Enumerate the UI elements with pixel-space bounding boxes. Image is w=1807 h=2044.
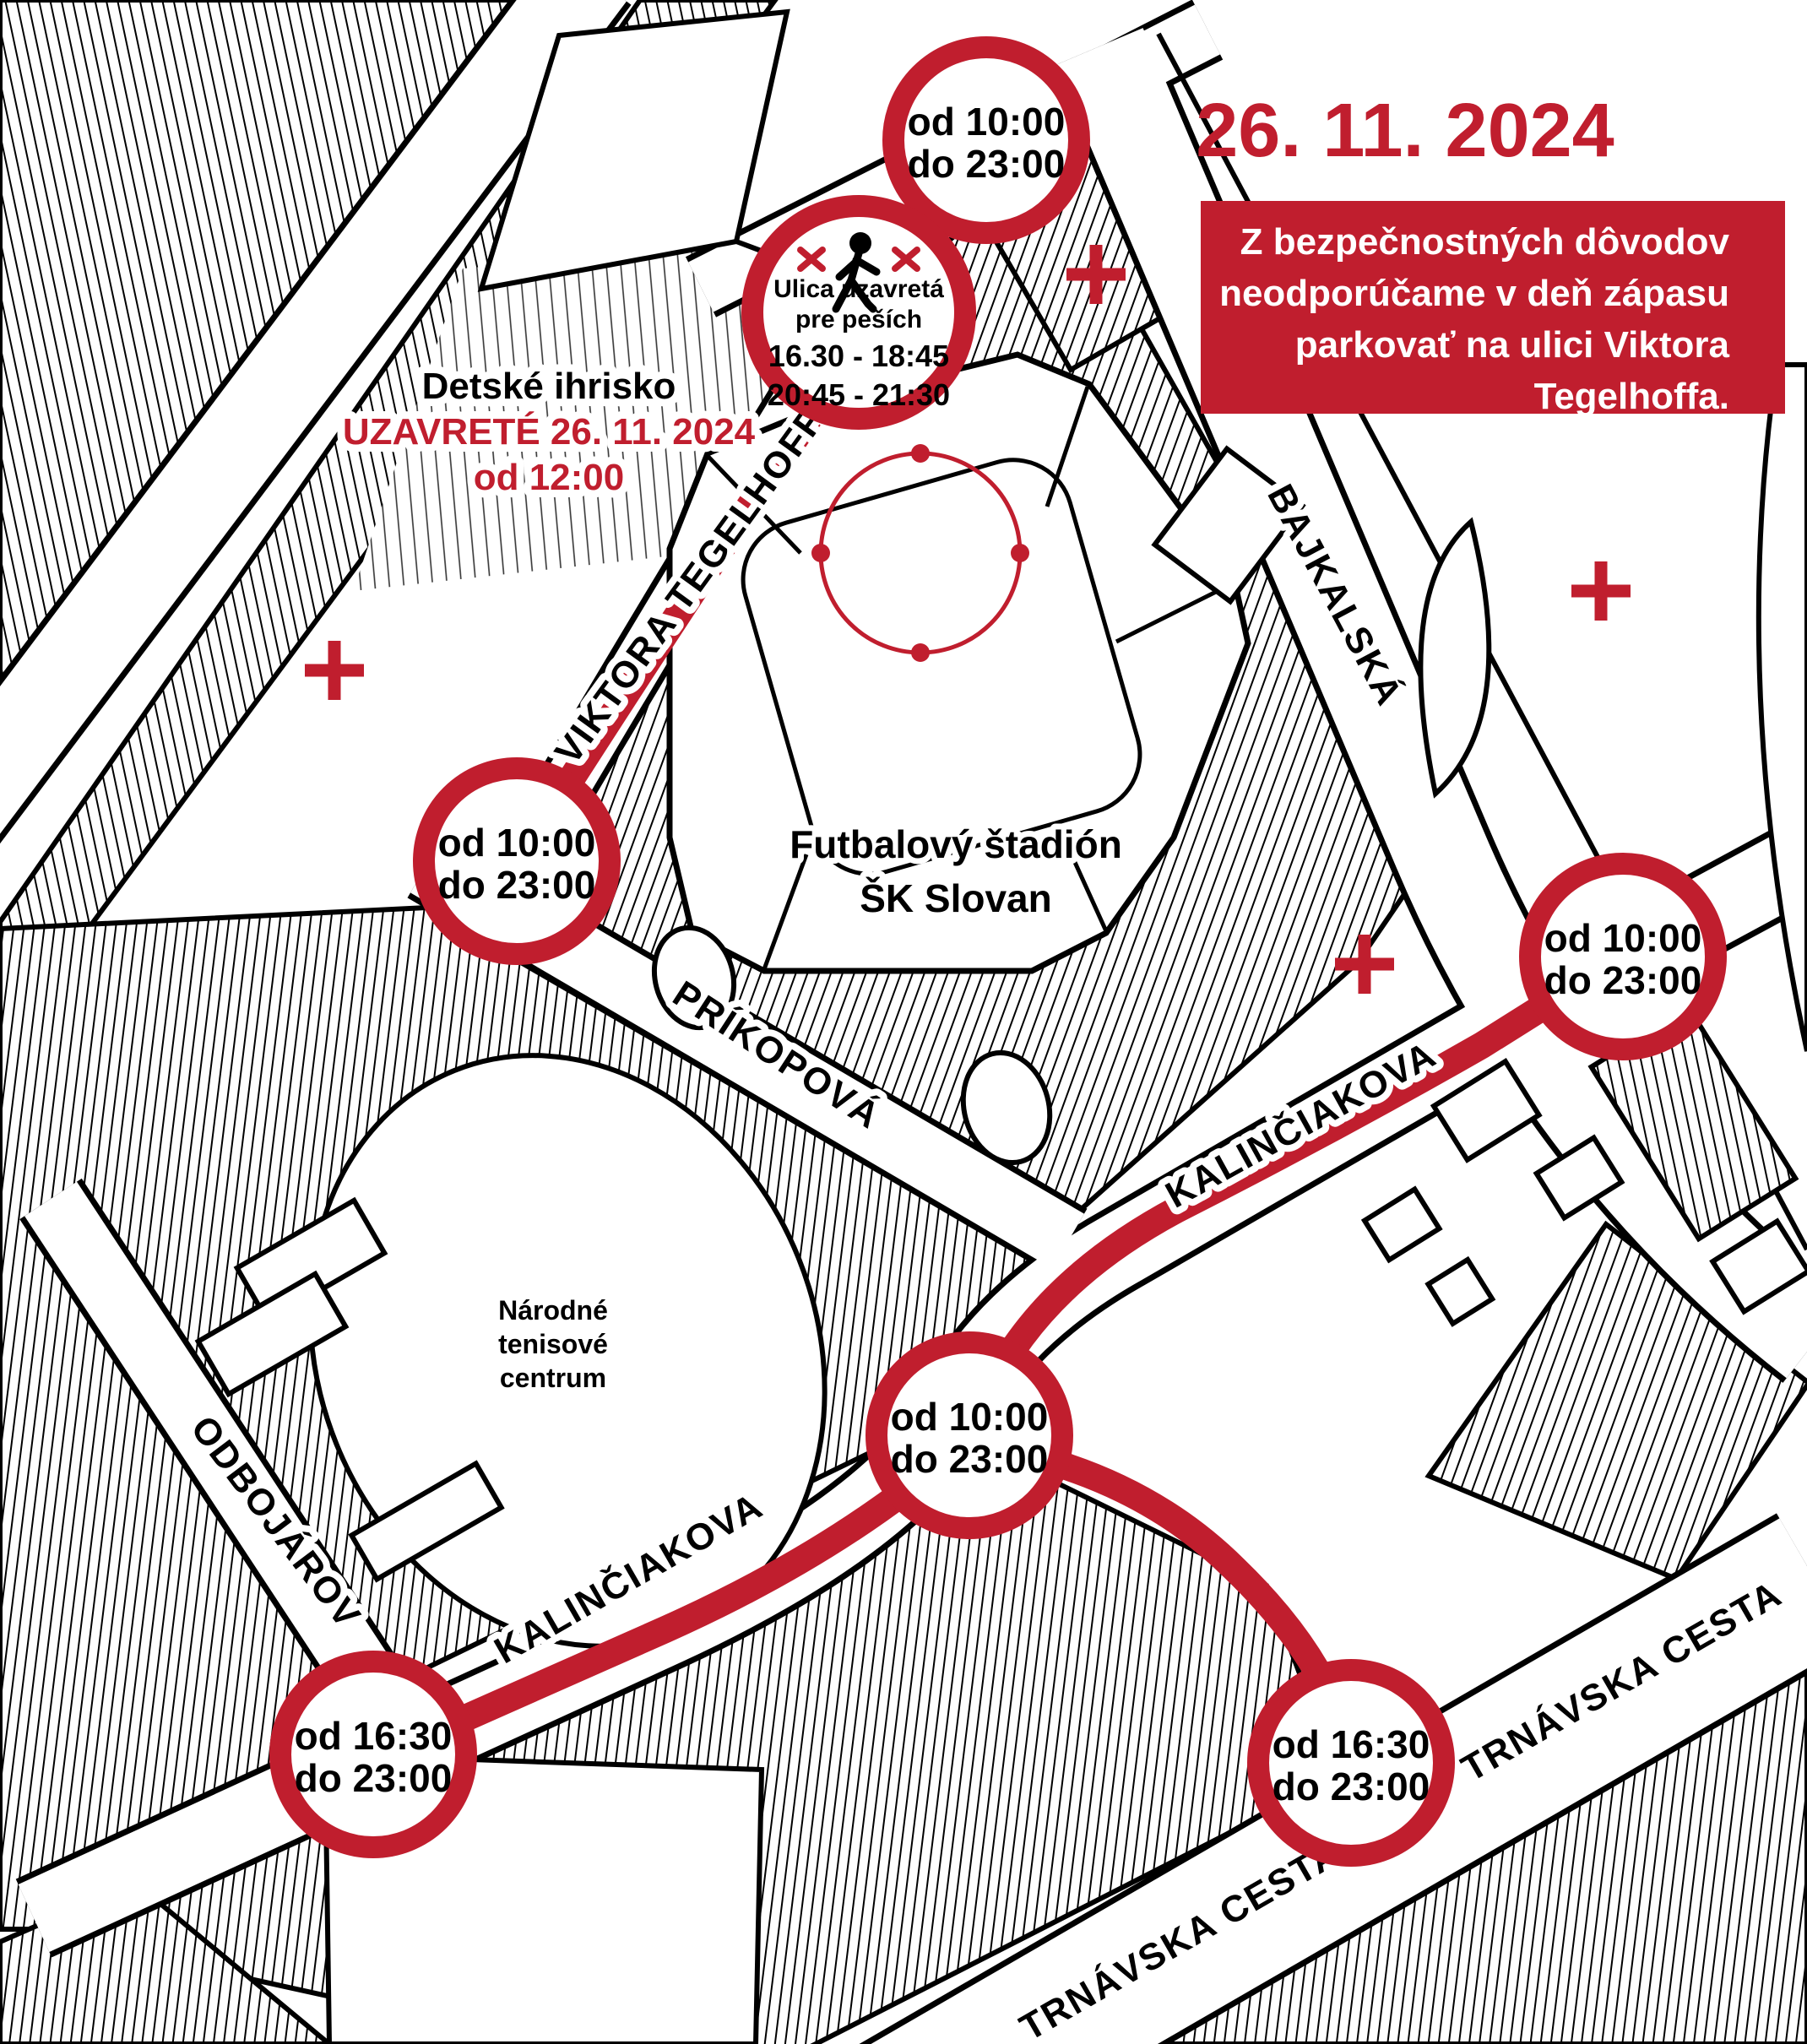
no-entry-x-icons <box>797 247 920 272</box>
building-outline <box>1430 1057 1543 1163</box>
pedestrian-closure-line1: Ulica uzavretá <box>773 275 944 303</box>
building-outline <box>1424 1255 1496 1327</box>
poi-labels: Futbalový štadión ŠK Slovan Národné teni… <box>498 816 1128 1393</box>
plus-markers <box>305 245 1631 994</box>
closure-time-from: od 10:00 <box>438 821 596 865</box>
pedestrian-leg <box>847 276 877 313</box>
closure-time-from: od 10:00 <box>891 1395 1049 1439</box>
tennis-label-line2: tenisové <box>498 1329 608 1359</box>
building-outline <box>1533 1134 1625 1222</box>
playground-notice-line3: od 12:00 <box>474 457 625 498</box>
plus-icon <box>305 641 364 700</box>
plus-icon <box>1066 245 1126 304</box>
tennis-court <box>348 1460 505 1583</box>
closure-ring <box>882 36 1090 244</box>
street-trnavska-cesta <box>871 1518 1807 2044</box>
header: 26. 11. 2024 Z bezpečnostných dôvodov ne… <box>1196 89 1785 417</box>
closure-time-to: do 23:00 <box>438 863 596 907</box>
closure-badge-mid-left: od 10:00 do 23:00 <box>413 757 621 965</box>
parking-notice-line4: Tegelhoffa. <box>1534 376 1729 417</box>
parking-notice-line2: neodporúčame v deň zápasu <box>1219 273 1729 314</box>
stadium-line <box>762 854 809 970</box>
pedestrian-leg <box>832 276 855 313</box>
tennis-court <box>194 1270 350 1398</box>
small-oval-building <box>651 924 737 1031</box>
pedestrian-closure-time2: 20:45 - 21:30 <box>768 377 950 412</box>
small-oval-building <box>960 1049 1053 1166</box>
pedestrian-arm <box>852 256 881 276</box>
stadium-label-line1: Futbalový štadión <box>790 822 1122 866</box>
stadium-line <box>1055 821 1109 933</box>
closure-time-from: od 10:00 <box>908 100 1066 144</box>
playground-notice-line2: UZAVRETÉ 26. 11. 2024 <box>343 410 756 453</box>
closure-badge-pedestrian: Ulica uzavretá pre peších 16.30 - 18:45 … <box>741 195 976 430</box>
closure-badges: od 10:00 do 23:00 Ulica uzavretá pre <box>269 36 1727 1867</box>
building-outline <box>1151 445 1306 605</box>
street-left-avenue <box>0 0 627 834</box>
roundabout-dot <box>811 544 830 562</box>
tennis-label-line3: centrum <box>500 1363 606 1393</box>
pedestrian-head <box>849 232 871 254</box>
closure-ring <box>269 1651 477 1858</box>
closure-ring <box>413 757 621 965</box>
parking-notice-line1: Z bezpečnostných dôvodov <box>1240 221 1730 263</box>
closure-time-to: do 23:00 <box>295 1756 453 1800</box>
closure-badge-center: od 10:00 do 23:00 <box>866 1331 1073 1539</box>
roundabout-dot <box>911 643 930 662</box>
x-icon <box>797 247 826 272</box>
playground-notice-line1: Detské ihrisko <box>422 366 676 407</box>
park-shape <box>1418 517 1492 799</box>
closure-time-to: do 23:00 <box>1272 1765 1430 1808</box>
closure-time-to: do 23:00 <box>1544 958 1702 1002</box>
closure-ring <box>1247 1659 1455 1867</box>
closure-badge-top: od 10:00 do 23:00 <box>882 36 1090 244</box>
stadium-line <box>1045 386 1090 507</box>
parking-notice-line3: parkovať na ulici Viktora <box>1295 324 1730 366</box>
pedestrian-icon <box>832 232 881 313</box>
x-icon <box>892 247 920 272</box>
tennis-label-line1: Národné <box>498 1295 608 1326</box>
playground-notice: Detské ihrisko UZAVRETÉ 26. 11. 2024 od … <box>335 358 763 506</box>
building-outline <box>1360 1185 1443 1264</box>
roundabout-dot <box>911 444 930 463</box>
closure-time-to: do 23:00 <box>908 142 1066 186</box>
plus-icon <box>1571 561 1631 621</box>
stadium-pitch-ring <box>741 458 1142 876</box>
roundabout-marker <box>811 444 1029 662</box>
pedestrian-closure-time1: 16.30 - 18:45 <box>768 339 949 373</box>
closure-time-from: od 16:30 <box>295 1714 453 1758</box>
closed-route-kalinciakova-upper <box>966 943 1636 1425</box>
closure-badge-right: od 10:00 do 23:00 <box>1519 853 1727 1060</box>
roundabout-dot <box>1011 544 1029 562</box>
match-date: 26. 11. 2024 <box>1196 89 1614 173</box>
closure-badge-bottom-left: od 16:30 do 23:00 <box>269 1651 477 1858</box>
stadium-label-line2: ŠK Slovan <box>860 876 1052 920</box>
parking-notice-box <box>1201 201 1785 414</box>
closure-time-to: do 23:00 <box>891 1437 1049 1481</box>
pedestrian-arm <box>835 258 860 281</box>
closure-time-from: od 16:30 <box>1272 1722 1430 1766</box>
tennis-court <box>233 1196 388 1325</box>
closure-ring <box>1519 853 1727 1060</box>
plus-icon <box>1335 935 1394 994</box>
closure-ring <box>741 195 976 430</box>
closure-ring <box>866 1331 1073 1539</box>
building-outline <box>1709 1217 1807 1315</box>
map-details <box>194 8 1807 2044</box>
park-shape <box>1755 362 1807 1052</box>
pedestrian-closure-line2: pre peších <box>795 306 922 333</box>
closure-time-from: od 10:00 <box>1544 916 1702 960</box>
closure-badge-bottom-right: od 16:30 do 23:00 <box>1247 1659 1455 1867</box>
